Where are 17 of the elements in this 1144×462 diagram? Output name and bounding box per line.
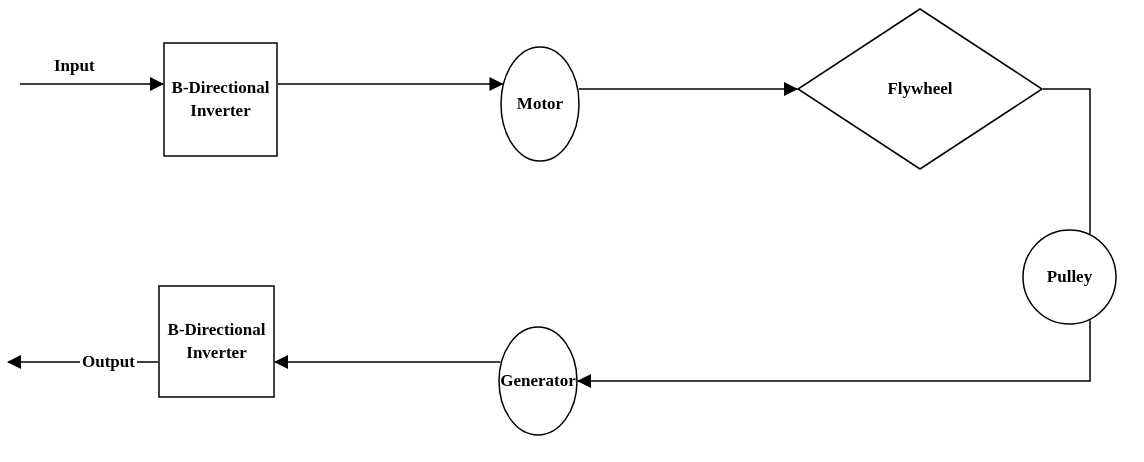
process-box (158, 285, 275, 398)
node-label: B-Directional Inverter (170, 76, 271, 122)
node-label: Flywheel (887, 77, 953, 100)
process-circle (1022, 229, 1117, 325)
arrow (577, 82, 798, 96)
node-label: B-Directional Inverter (166, 318, 267, 364)
arrow (19, 77, 164, 91)
process-box (163, 42, 278, 157)
node-label: Generator (500, 369, 576, 392)
decision-diamond (797, 8, 1043, 170)
arrow (274, 355, 502, 369)
arrow (577, 319, 1091, 388)
node-label: Pulley (1046, 265, 1093, 288)
node-label: Motor (516, 92, 564, 115)
process-ellipse (498, 326, 578, 436)
arrow (277, 77, 504, 91)
process-ellipse (500, 46, 580, 162)
